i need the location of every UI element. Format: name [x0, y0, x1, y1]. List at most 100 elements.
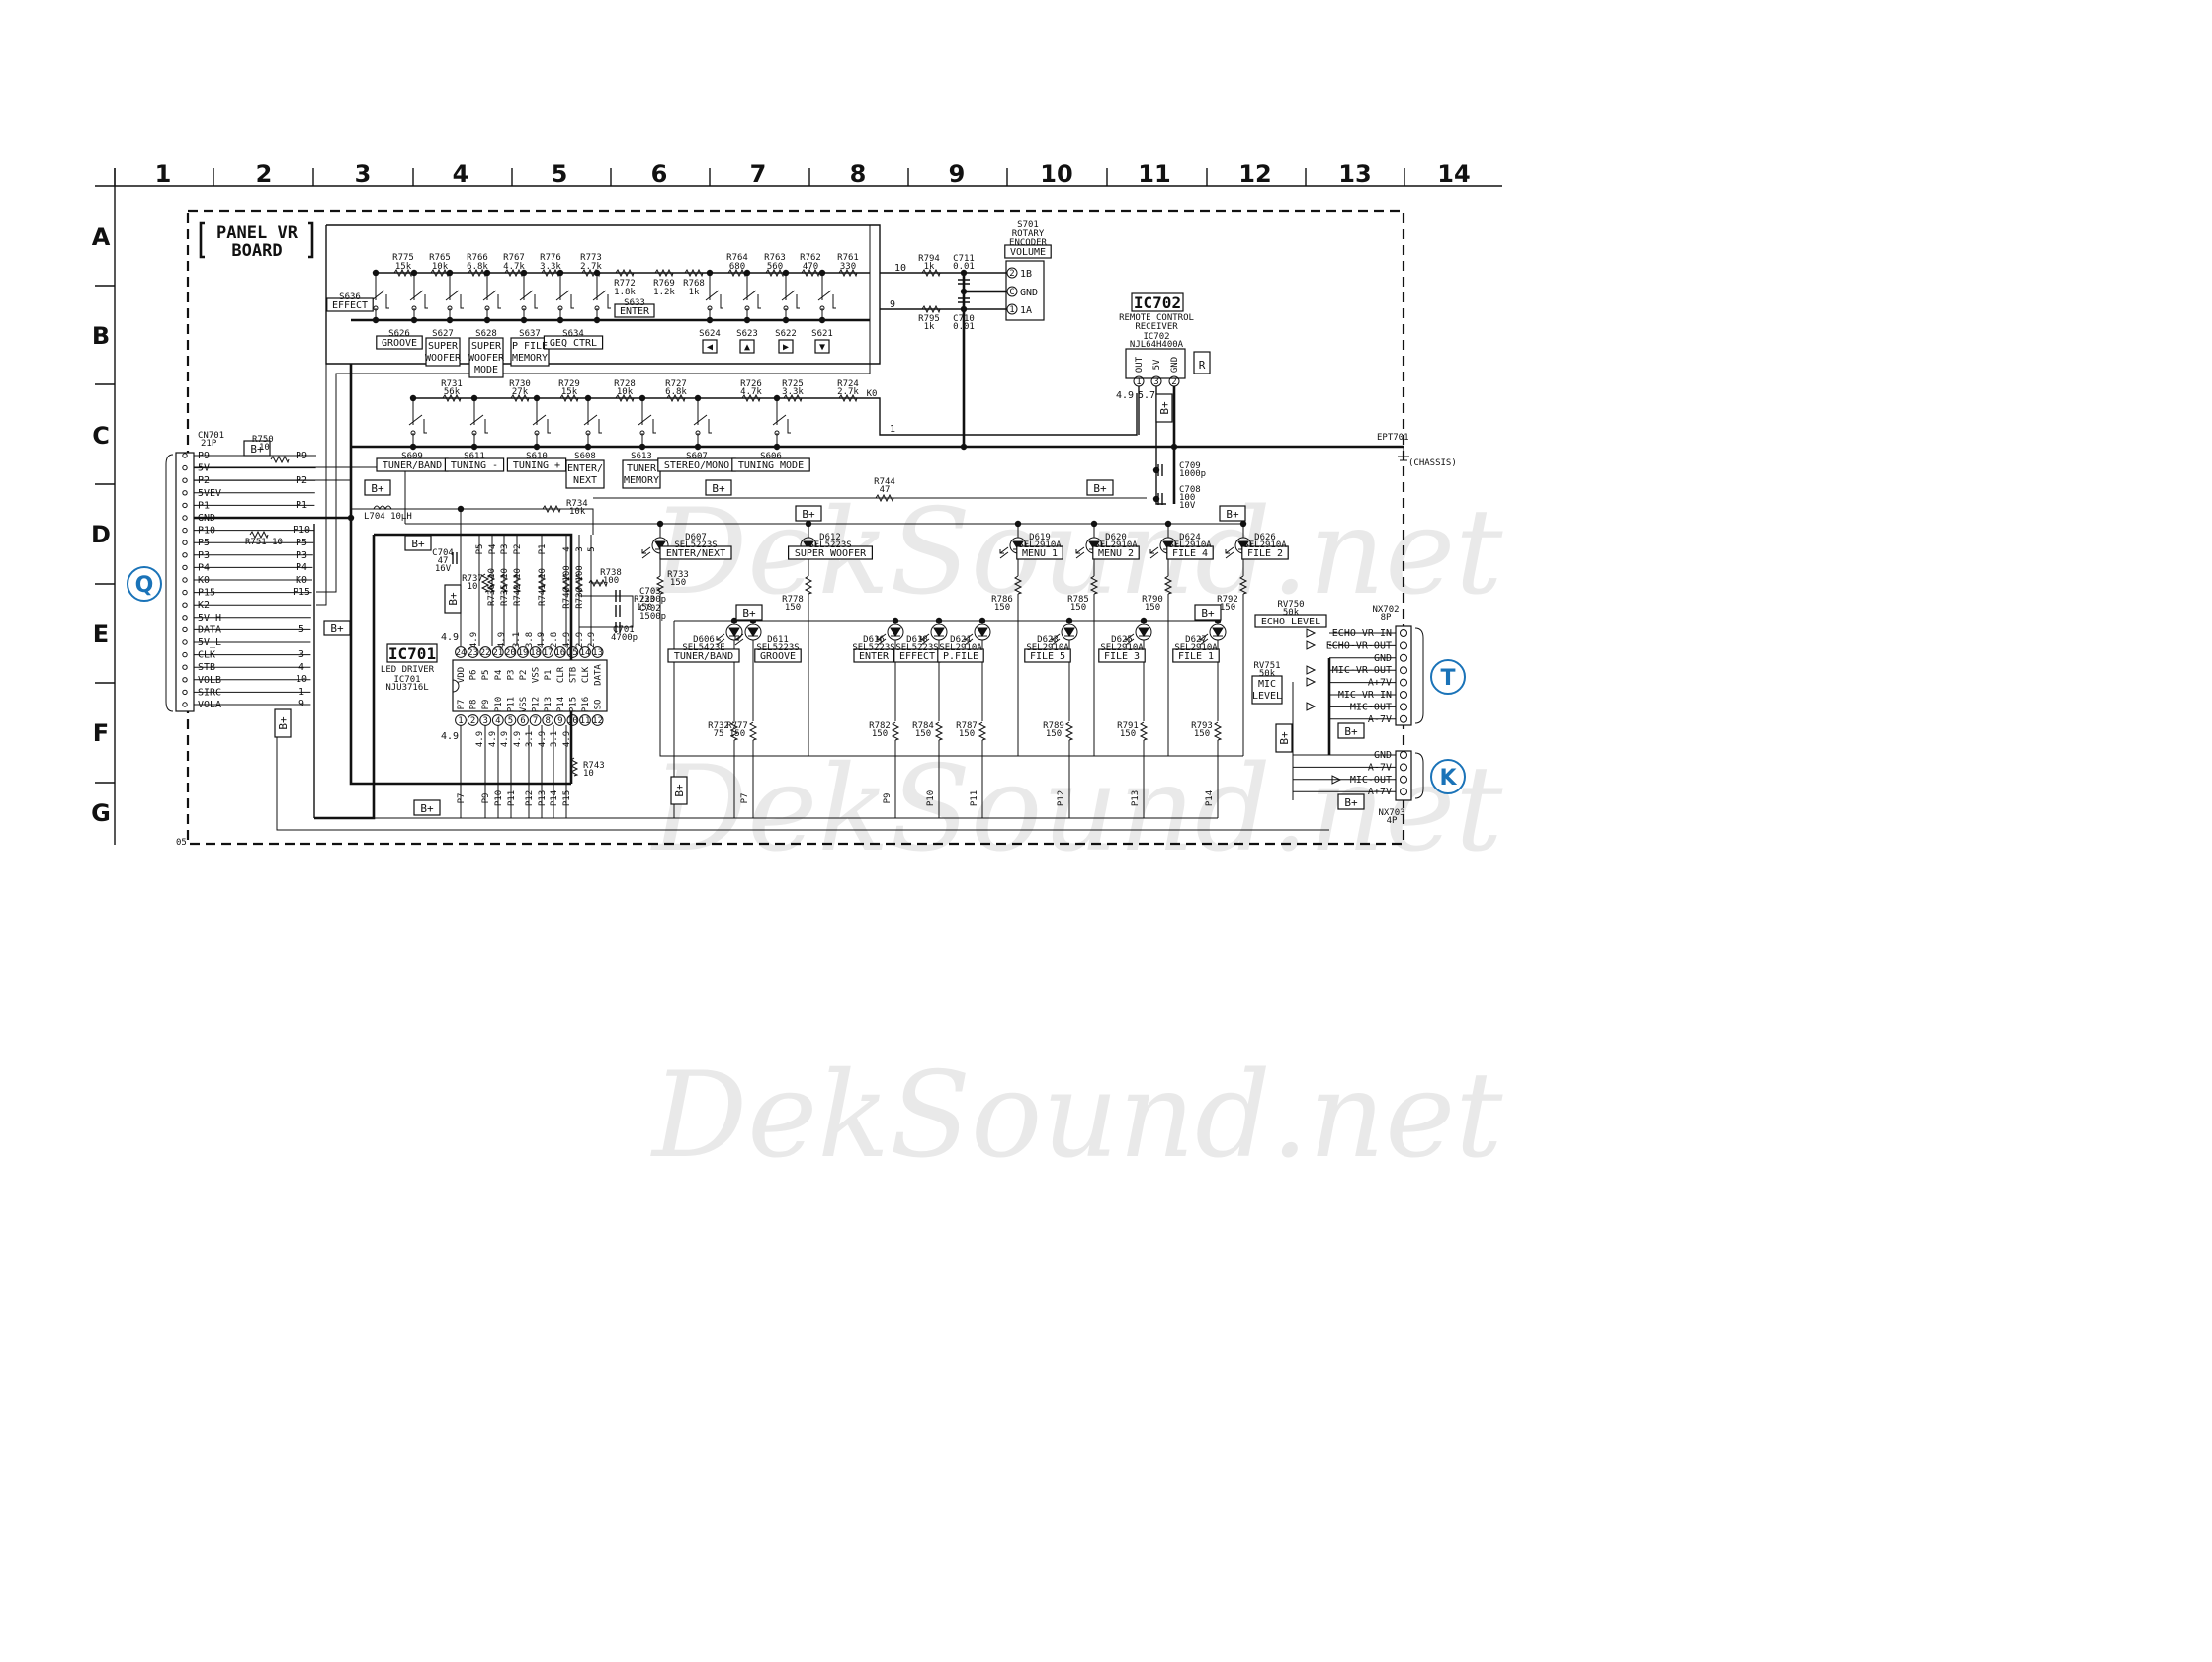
cn701-pin-label: K0	[198, 575, 210, 586]
grid-col-label: 5	[552, 160, 568, 188]
grid-row-label: A	[92, 223, 111, 251]
switch-label: SUPER	[428, 341, 459, 352]
cn701-pin-label: VOLA	[198, 700, 221, 710]
nx702-pin	[1400, 691, 1407, 699]
junction-dot	[372, 269, 380, 277]
bplus-label: B+	[673, 784, 686, 797]
nx703-pin	[1400, 788, 1407, 796]
bplus-tag: B+	[274, 708, 292, 738]
switch-label: ENTER/	[567, 463, 603, 474]
junction-dot	[656, 520, 664, 528]
ic701-name: IC701	[388, 644, 436, 663]
cn701-pins: 21P	[201, 439, 217, 449]
resistor-value: 150	[1220, 603, 1235, 613]
junction-dot	[638, 443, 646, 451]
resistor-R743	[569, 757, 579, 777]
switch-ref: S606	[760, 452, 782, 461]
ic702-pin-num: 3	[1153, 377, 1158, 387]
ic701-part: NJU3716L	[385, 683, 428, 693]
cn701-pin	[182, 464, 188, 471]
resistor-ref: R793	[1191, 721, 1213, 731]
switch-S610-contact	[534, 430, 540, 436]
ic701-bottom-pin	[479, 714, 492, 726]
ic701-pin-name: P14	[556, 697, 566, 712]
resistor-R731	[442, 393, 462, 403]
resistor-ref: R733	[667, 570, 689, 580]
switch-label-box	[326, 297, 374, 312]
cn701-pin	[182, 502, 188, 509]
ic701-pin-name: P12	[532, 697, 542, 712]
resistor-R785	[1089, 575, 1099, 595]
junction-dot	[372, 316, 380, 324]
cn701-net-name: 10	[296, 674, 307, 685]
nx702-pin-label: ECHO-VR-IN	[1332, 628, 1392, 639]
resistor-ref: R730	[509, 379, 531, 389]
resistor-value: 15k	[395, 262, 412, 272]
junction-dot	[347, 514, 355, 522]
resistor-R751	[249, 530, 269, 540]
cap-ref: C711	[953, 254, 975, 264]
bplus-box	[274, 708, 292, 738]
switch-S608	[583, 414, 602, 441]
led-label: FILE 5	[1030, 651, 1065, 662]
cap-value: 4700p	[611, 633, 638, 643]
resistor-R764	[727, 268, 747, 278]
led-label: MENU 1	[1022, 548, 1058, 559]
bplus-box	[413, 799, 441, 816]
bplus-box	[1337, 793, 1365, 810]
cn701-pin	[182, 651, 188, 658]
nx702-pin	[1400, 653, 1407, 662]
led-label: FILE 1	[1178, 651, 1214, 662]
led-D619-rays	[999, 546, 1009, 559]
ic701-bottom-pin	[517, 714, 529, 726]
resistor-value: 10k	[432, 262, 449, 272]
resistor-value: 150	[637, 603, 652, 613]
resistor-R762	[801, 268, 820, 278]
ic701-desc: LED DRIVER	[381, 665, 435, 675]
led-ref: D621	[950, 635, 972, 645]
bplus-label: B+	[330, 623, 344, 635]
junction-dot	[960, 288, 968, 295]
grid-col-label: 12	[1238, 160, 1271, 188]
led-label-box	[1098, 648, 1146, 663]
resistor-value: 10	[468, 582, 478, 592]
cap-value: 16V	[435, 564, 452, 574]
switch-label: NEXT	[573, 475, 597, 486]
ic701-res-label: R740 100	[562, 565, 572, 608]
bplus-tag: B+	[735, 604, 763, 621]
led-D627	[1209, 623, 1227, 641]
led-ref: D618	[906, 635, 928, 645]
switch-ref: S611	[464, 452, 485, 461]
junction-dot	[409, 443, 417, 451]
switch-ref: S636	[339, 292, 361, 302]
resistor-R740	[561, 573, 571, 593]
capacitor-C701	[615, 622, 621, 633]
bplus-box	[670, 776, 688, 805]
cap-value: 2200p	[639, 595, 666, 605]
connector-q	[127, 566, 162, 602]
grid-col-label: 9	[949, 160, 966, 188]
resistor-ref: R790	[1142, 595, 1163, 605]
resistor-value: 6.8k	[467, 262, 488, 272]
led-D618-rays	[920, 633, 930, 646]
ic701-pin-name: P10	[494, 697, 504, 712]
nx703-pin-label: MIC-OUT	[1350, 775, 1392, 786]
cn701-pin	[182, 477, 188, 483]
grid-col-label: 4	[453, 160, 469, 188]
ic701-top-pin	[479, 646, 492, 658]
resistor-R792	[1238, 575, 1248, 595]
ic701-bottom-pin	[566, 714, 579, 726]
junction-dot	[1090, 520, 1098, 528]
components: B+B+B+B+B+B+B+B+B+B+B+B+B+B+B+B+B+B+	[127, 221, 1466, 816]
ic702-desc: REMOTE CONTROL	[1119, 313, 1194, 323]
cap-value: 1000p	[1179, 469, 1206, 479]
junction-dot	[410, 316, 418, 324]
ic701-pin-name: P4	[494, 670, 504, 681]
ic701-pin-name: P8	[469, 700, 479, 710]
ic701-volt: 4.9	[488, 731, 498, 747]
encoder-label: VOLUME	[1010, 247, 1046, 258]
junction-dot	[773, 394, 781, 402]
cn701-pin-label: STB	[198, 662, 215, 673]
ic701-pin-name: SO	[594, 700, 604, 710]
switch-label-box	[622, 459, 661, 489]
